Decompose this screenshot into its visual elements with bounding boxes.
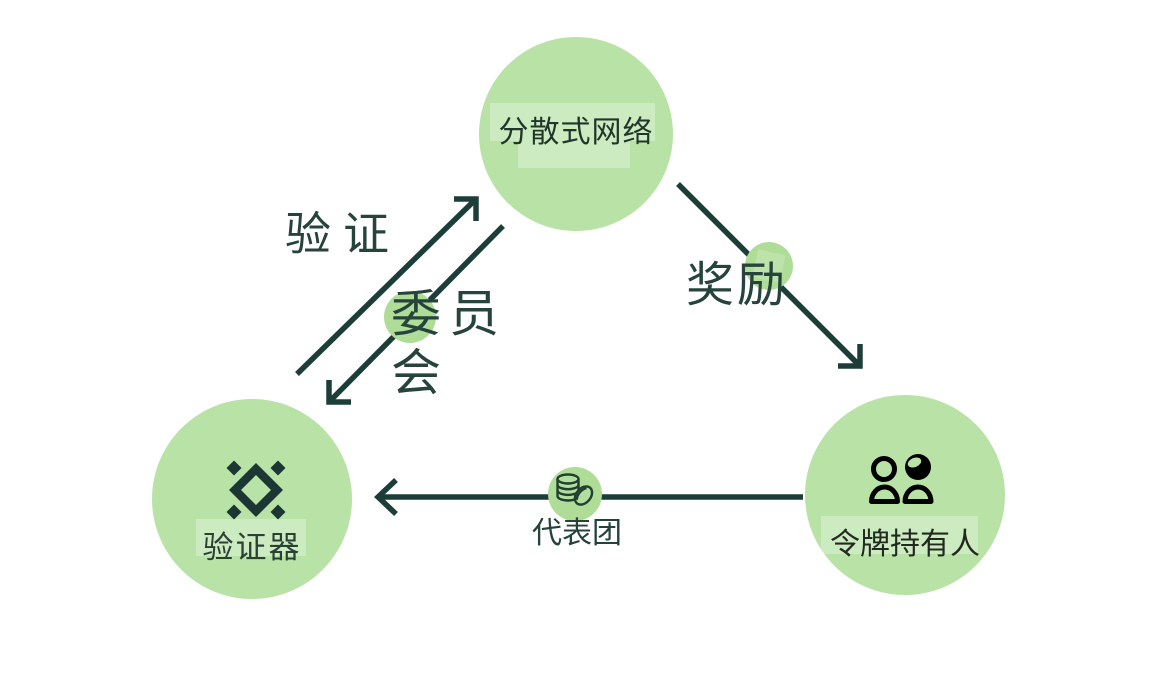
rewards-edge-label: 奖励	[686, 257, 789, 313]
verify-edge-label: 验证	[285, 207, 401, 261]
token-holders-label-highlight	[821, 516, 978, 554]
coins-icon	[556, 473, 594, 506]
users-icon	[869, 454, 934, 504]
user-head-filled	[905, 454, 931, 480]
token-holders-label: 令牌持有人	[830, 527, 980, 562]
network-label-highlight	[490, 103, 655, 141]
network-label: 分散式网络	[498, 115, 654, 150]
verify-arrow-line	[295, 197, 478, 376]
validator-diamond-icon	[226, 460, 286, 520]
committee-edge-label: 委员 会	[391, 285, 507, 403]
rewards-badge-circle	[745, 242, 793, 290]
network-node	[479, 37, 673, 231]
validator-label: 验证器	[202, 530, 302, 566]
committee-badge-circle	[384, 291, 436, 343]
rewards-arrowhead-icon	[838, 344, 863, 369]
network-label-highlight-2	[518, 141, 630, 168]
verify-arrow	[295, 196, 479, 376]
validator-node	[152, 399, 352, 599]
committee-edge-label-line1: 委员	[391, 285, 507, 343]
validator-label-highlight	[196, 519, 306, 556]
delegation-edge-label: 代表团	[532, 516, 622, 551]
committee-edge-label-line2: 会	[391, 344, 449, 402]
verify-arrowhead-icon	[454, 196, 479, 221]
committee-arrowhead-icon	[326, 380, 351, 405]
delegation-arrowhead-icon	[373, 478, 398, 516]
